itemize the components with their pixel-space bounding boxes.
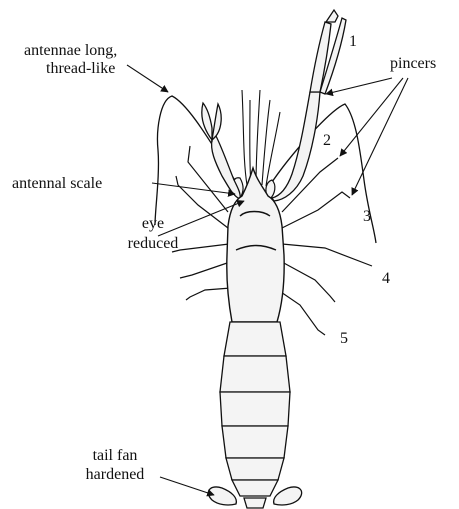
pincer-pointer-2 xyxy=(340,78,403,156)
leg-number-4: 4 xyxy=(382,270,390,288)
pincer-pointer-3 xyxy=(352,78,408,195)
antennule-filaments xyxy=(242,90,280,186)
right-pincer-arm xyxy=(272,10,346,201)
antennae-pointer xyxy=(127,65,168,92)
antennal-scale-label: antennal scale xyxy=(12,175,102,193)
antennal-scale-pointer xyxy=(152,183,235,194)
eye-label-line1: eye xyxy=(110,215,196,233)
pincers-label: pincers xyxy=(390,55,436,73)
antennae-label-line2: thread-like xyxy=(46,60,115,78)
antennae-label-line1: antennae long, xyxy=(24,42,117,60)
tail-fan-label-line1: tail fan xyxy=(70,447,160,465)
eye-label-line2: reduced xyxy=(110,235,196,253)
pincer-pointer-1 xyxy=(326,78,392,94)
leg-number-3: 3 xyxy=(363,208,371,226)
abdomen xyxy=(220,322,290,496)
leg-number-1: 1 xyxy=(349,33,357,51)
leg-number-2: 2 xyxy=(323,132,331,150)
leg-number-5: 5 xyxy=(340,330,348,348)
tail-fan-pointer xyxy=(160,477,214,495)
left-pincer-arm xyxy=(202,103,240,198)
tail-fan-label-line2: hardened xyxy=(70,466,160,484)
